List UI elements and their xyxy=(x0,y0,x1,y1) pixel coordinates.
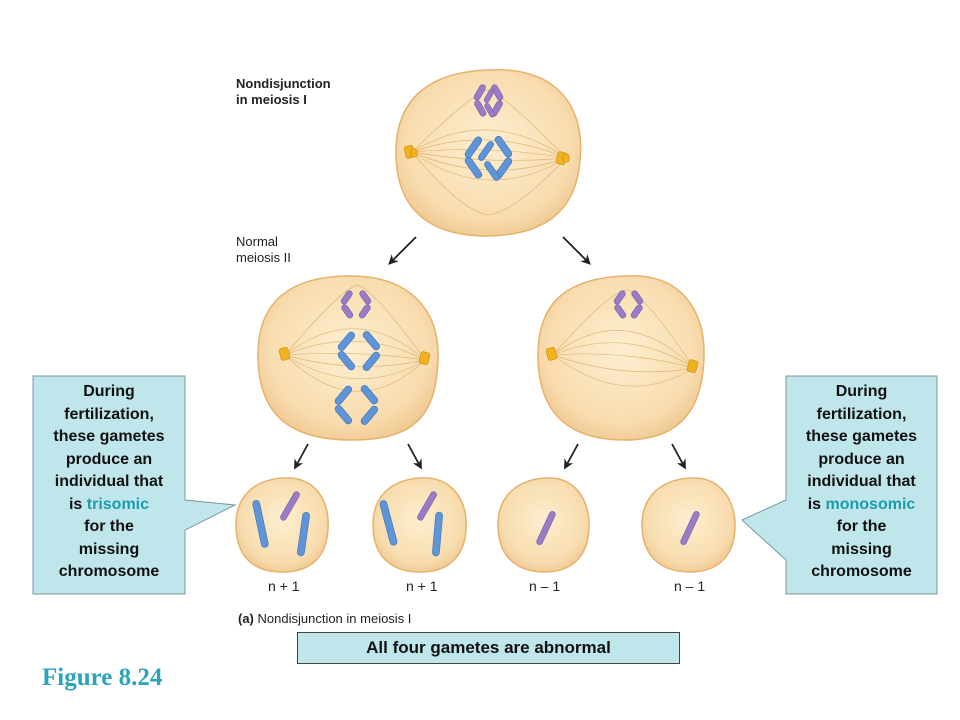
abnormal-gametes-banner: All four gametes are abnormal xyxy=(297,632,680,664)
gamete-1 xyxy=(235,477,329,573)
term-monosomic: monosomic xyxy=(825,495,916,513)
callout-right-line-1: During xyxy=(835,383,888,400)
arrow-gamete-3 xyxy=(564,443,579,470)
centrosome-right xyxy=(555,151,570,165)
callout-left-line-2: fertilization, xyxy=(64,405,154,423)
caption-text: Nondisjunction in meiosis I xyxy=(257,611,412,626)
gamete-label-1: n + 1 xyxy=(268,578,300,594)
callout-right-line-6: is monosomic xyxy=(786,494,937,517)
figure-number: Figure 8.24 xyxy=(42,664,163,691)
blue-chromosome-pair xyxy=(464,135,513,181)
callout-left-prefix: is xyxy=(68,495,87,513)
gamete-3 xyxy=(497,477,590,573)
centrosome-left xyxy=(403,145,418,159)
callout-left-line-1: During xyxy=(83,383,135,400)
callout-left-text: During fertilization, these gametes prod… xyxy=(33,381,185,584)
gamete-label-2: n + 1 xyxy=(406,578,438,594)
callout-left-line-9: chromosome xyxy=(58,563,160,580)
callout-right-line-3: these gametes xyxy=(805,428,918,445)
term-trisomic: trisomic xyxy=(86,495,150,513)
arrow-gamete-2 xyxy=(407,443,422,470)
callout-right-line-2: fertilization, xyxy=(816,405,907,423)
figure-caption: (a) Nondisjunction in meiosis I xyxy=(238,611,411,626)
callout-left-line-6: is trisomic xyxy=(33,494,185,517)
callout-right-line-9: chromosome xyxy=(811,563,912,580)
gamete-label-4: n – 1 xyxy=(674,578,706,594)
callout-left-line-4: produce an xyxy=(65,450,153,468)
callout-right-line-5: individual that xyxy=(807,473,916,490)
label-nondisjunction-meiosis-i: Nondisjunction in meiosis I xyxy=(236,76,331,107)
callout-right-line-8: missing xyxy=(831,540,892,558)
callout-right xyxy=(741,375,938,595)
arrow-to-left-cell xyxy=(388,236,417,265)
callout-right-prefix: is xyxy=(807,495,826,513)
gamete-4 xyxy=(641,477,736,573)
callout-left xyxy=(32,375,237,595)
callout-left-line-3: these gametes xyxy=(53,428,165,445)
cell-meiosis-i xyxy=(395,69,582,237)
callout-right-text: During fertilization, these gametes prod… xyxy=(786,381,937,584)
arrow-gamete-1 xyxy=(294,443,309,470)
arrow-to-right-cell xyxy=(562,236,591,265)
callout-left-line-7: for the xyxy=(84,518,134,535)
gamete-label-3: n – 1 xyxy=(529,578,561,594)
callout-right-line-7: for the xyxy=(836,518,887,535)
label-normal-meiosis-ii: Normal meiosis II xyxy=(236,234,291,265)
callout-right-line-4: produce an xyxy=(818,450,905,468)
cell-meiosis-ii-left xyxy=(257,275,439,441)
gamete-2 xyxy=(372,477,467,573)
cell-meiosis-ii-right xyxy=(537,275,705,441)
callout-left-line-8: missing xyxy=(78,540,140,558)
purple-chromosome-pair xyxy=(473,84,504,118)
caption-part-label: (a) xyxy=(238,611,254,626)
callout-left-line-5: individual that xyxy=(54,473,164,490)
arrow-gamete-4 xyxy=(671,443,686,470)
